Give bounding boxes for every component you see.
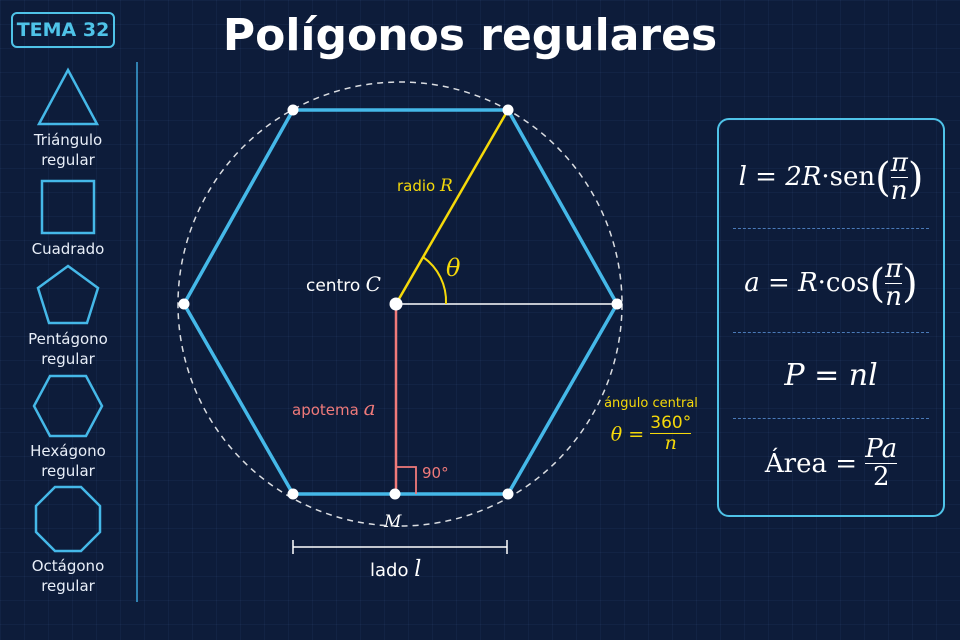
- vertex-point: [502, 104, 514, 116]
- formula-separator: [733, 228, 929, 229]
- angle-arc: [422, 256, 448, 305]
- vertex-point: [287, 104, 299, 116]
- central-angle-formula: θ = 360° n: [610, 413, 692, 454]
- midpoint-point: [389, 488, 401, 500]
- page-title: Polígonos regulares: [222, 10, 718, 61]
- square-icon: [40, 179, 96, 235]
- triangle-icon: [36, 67, 100, 126]
- hexagon-icon: [32, 374, 104, 438]
- sidebar-item-label: Triángulo regular: [33, 131, 103, 169]
- vertex-point: [178, 298, 190, 310]
- sidebar-item-label: Cuadrado: [31, 240, 105, 258]
- apothem-label: apotema a: [292, 396, 376, 420]
- sidebar-divider: [136, 62, 138, 602]
- center-label: centro C: [306, 272, 381, 296]
- sidebar-item-label: Octágono regular: [31, 557, 105, 595]
- angle-label: θ: [446, 254, 461, 282]
- central-angle-label: ángulo central: [604, 396, 698, 411]
- polygon-sidebar: Triángulo regular Cuadrado Pentágono reg…: [0, 0, 140, 640]
- sidebar-item-label: Hexágono regular: [30, 442, 106, 480]
- vertex-point: [611, 298, 623, 310]
- formula-separator: [733, 418, 929, 419]
- octagon-icon: [34, 485, 102, 553]
- pentagon-icon: [36, 264, 100, 325]
- sidebar-item-octagon: Octágono regular: [0, 484, 136, 596]
- perimeter-formula: P = nl: [784, 358, 878, 393]
- sidebar-item-pentagon: Pentágono regular: [0, 263, 136, 369]
- sidebar-item-square: Cuadrado: [0, 177, 136, 259]
- formula-separator: [733, 332, 929, 333]
- sidebar-item-hexagon: Hexágono regular: [0, 373, 136, 481]
- vertex-point: [502, 488, 514, 500]
- midpoint-label: M: [383, 512, 402, 532]
- central-angle-note: ángulo central θ = 360° n: [596, 396, 706, 454]
- sidebar-item-triangle: Triángulo regular: [0, 66, 136, 170]
- right-angle-marker: [396, 466, 417, 494]
- topic-badge: TEMA 32: [11, 12, 115, 48]
- radius-label: radio R: [397, 176, 453, 196]
- side-label: lado l: [370, 557, 421, 582]
- right-angle-label: 90°: [422, 464, 449, 482]
- center-point: [389, 297, 403, 311]
- radius-line: [394, 109, 510, 305]
- sidebar-item-label: Pentágono regular: [28, 330, 108, 368]
- vertex-point: [287, 488, 299, 500]
